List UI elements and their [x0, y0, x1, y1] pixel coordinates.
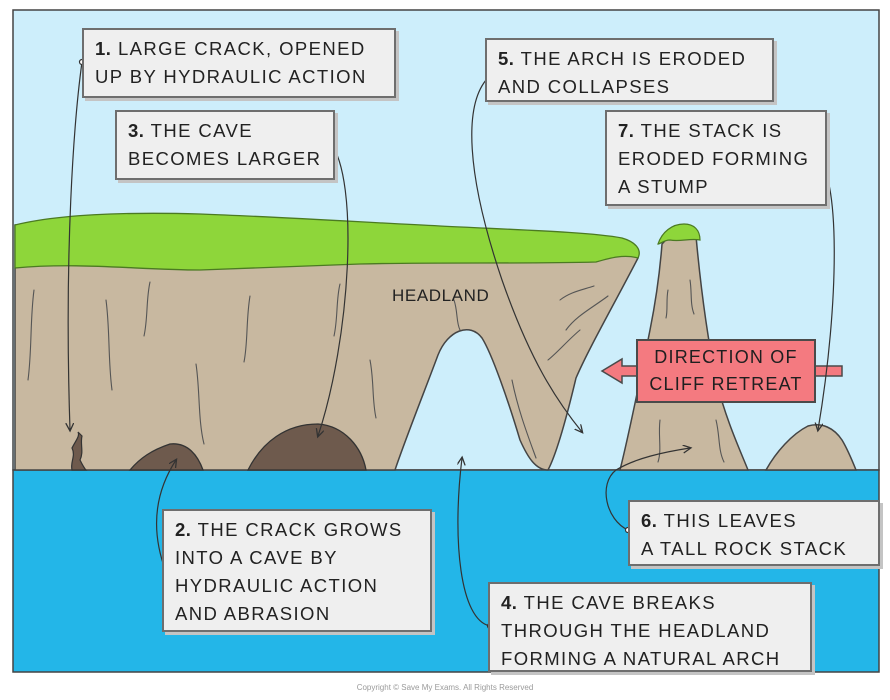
- cave-large: [246, 423, 367, 471]
- label-4-text-1: THE CAVE BREAKS: [523, 592, 716, 613]
- label-2-line-1: 2. THE CRACK GROWS: [175, 516, 421, 544]
- label-1-line-1: 1. LARGE CRACK, OPENED: [95, 35, 385, 63]
- label-5-line-1: 5. THE ARCH IS ERODED: [498, 45, 763, 73]
- retreat-line-1: DIRECTION OF: [654, 347, 798, 367]
- label-1-number: 1.: [95, 38, 112, 59]
- label-7-text-2: ERODED FORMING: [618, 148, 810, 169]
- stack-grass: [657, 223, 701, 245]
- label-3-line-1: 3. THE CAVE: [128, 117, 324, 145]
- label-4-natural-arch: 4. THE CAVE BREAKS THROUGH THE HEADLAND …: [488, 582, 812, 672]
- stack-texture: [657, 279, 725, 463]
- label-7-number: 7.: [618, 120, 635, 141]
- label-2-text-1: THE CRACK GROWS: [197, 519, 403, 540]
- label-2-number: 2.: [175, 519, 192, 540]
- label-7-text-1: THE STACK IS: [640, 120, 783, 141]
- label-6-line-1: 6. THIS LEAVES: [641, 507, 869, 535]
- label-6-number: 6.: [641, 510, 658, 531]
- label-4-line-1: 4. THE CAVE BREAKS: [501, 589, 801, 617]
- copyright-notice: Copyright © Save My Exams. All Rights Re…: [356, 683, 534, 692]
- label-6-text-2: A TALL ROCK STACK: [641, 538, 848, 559]
- headland-label: HEADLAND: [392, 286, 490, 305]
- label-2-text-4: AND ABRASION: [175, 603, 331, 624]
- label-4-number: 4.: [501, 592, 518, 613]
- crack: [70, 431, 88, 471]
- label-7-line-1: 7. THE STACK IS: [618, 117, 816, 145]
- label-3-number: 3.: [128, 120, 145, 141]
- cliff-retreat-label: DIRECTION OF CLIFF RETREAT: [636, 339, 816, 403]
- label-6-text-1: THIS LEAVES: [663, 510, 797, 531]
- label-5-number: 5.: [498, 48, 515, 69]
- label-5-text-2: AND COLLAPSES: [498, 76, 671, 97]
- label-2-text-3: HYDRAULIC ACTION: [175, 575, 379, 596]
- label-1-text-2: UP BY HYDRAULIC ACTION: [95, 66, 367, 87]
- cave-small: [128, 443, 204, 471]
- rock-texture: [27, 281, 609, 459]
- headland-grass: [14, 212, 640, 271]
- retreat-line-2: CLIFF RETREAT: [649, 374, 803, 394]
- leader-lines: [68, 61, 835, 627]
- label-6-stack: 6. THIS LEAVES A TALL ROCK STACK: [628, 500, 880, 566]
- label-3-cave-larger: 3. THE CAVE BECOMES LARGER: [115, 110, 335, 180]
- label-1-text-1: LARGE CRACK, OPENED: [117, 38, 366, 59]
- label-1-crack: 1. LARGE CRACK, OPENED UP BY HYDRAULIC A…: [82, 28, 396, 98]
- label-7-text-3: A STUMP: [618, 176, 710, 197]
- label-7-stump: 7. THE STACK IS ERODED FORMING A STUMP: [605, 110, 827, 206]
- label-3-text-2: BECOMES LARGER: [128, 148, 322, 169]
- label-2-text-2: INTO A CAVE BY: [175, 547, 338, 568]
- label-3-text-1: THE CAVE: [150, 120, 254, 141]
- label-5-arch-collapses: 5. THE ARCH IS ERODED AND COLLAPSES: [485, 38, 774, 102]
- label-2-cave-forms: 2. THE CRACK GROWS INTO A CAVE BY HYDRAU…: [162, 509, 432, 632]
- label-5-text-1: THE ARCH IS ERODED: [520, 48, 747, 69]
- rock-stump: [764, 424, 858, 471]
- label-4-text-2: THROUGH THE HEADLAND: [501, 620, 771, 641]
- label-4-text-3: FORMING A NATURAL ARCH: [501, 648, 781, 669]
